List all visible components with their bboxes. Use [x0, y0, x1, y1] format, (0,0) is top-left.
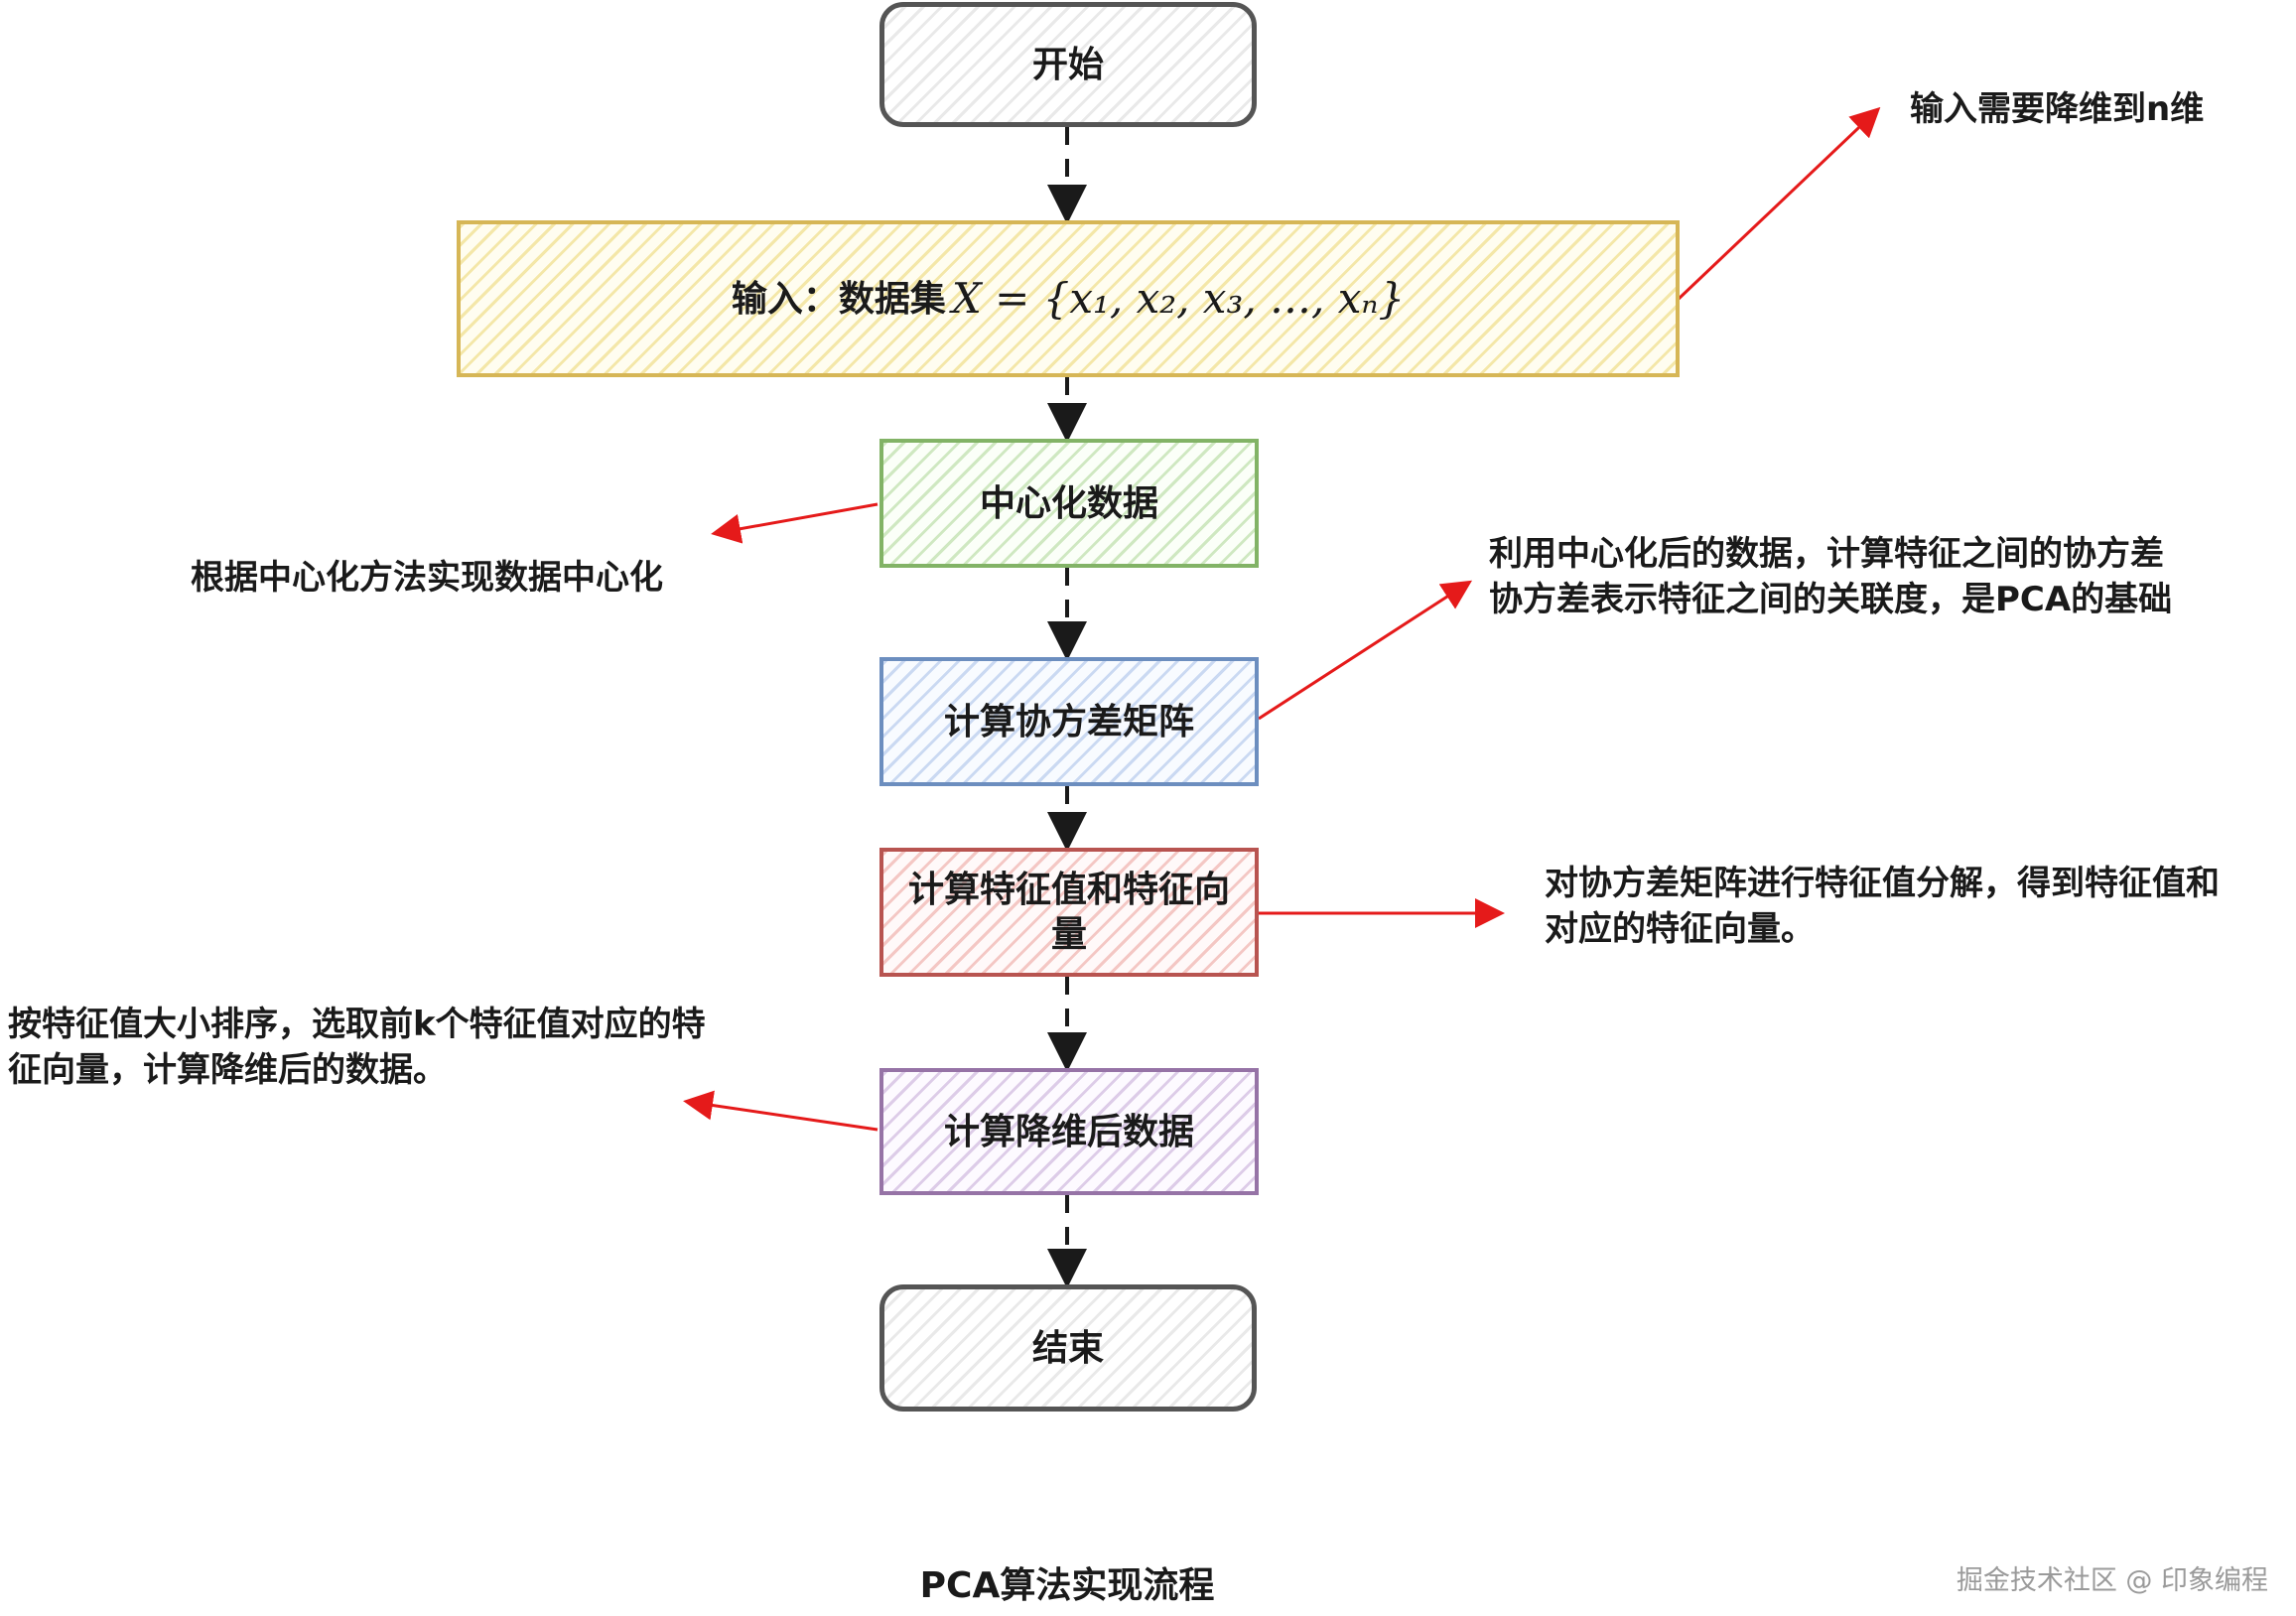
watermark: 掘金技术社区 @ 印象编程 [1956, 1565, 2268, 1596]
start-node: 开始 [879, 2, 1257, 127]
center-node: 中心化数据 [879, 439, 1259, 568]
input-note: 输入需要降维到n维 [1910, 87, 2204, 133]
input-label: 输入：数据集 [731, 278, 946, 320]
reduce-note-line-2: 征向量，计算降维后的数据。 [8, 1049, 447, 1090]
eigen-node: 计算特征值和特征向量 [879, 848, 1259, 977]
eigen-note: 对协方差矩阵进行特征值分解，得到特征值和 对应的特征向量。 [1545, 862, 2220, 953]
note-arrow-input [1676, 106, 1881, 302]
input-formula: X = {x₁, x₂, x₃, …, xₙ} [951, 273, 1406, 323]
end-node: 结束 [879, 1284, 1257, 1412]
center-label: 中心化数据 [979, 482, 1158, 524]
reduce-note: 按特征值大小排序，选取前k个特征值对应的特 征向量，计算降维后的数据。 [8, 1003, 706, 1094]
eigen-note-line-1: 对协方差矩阵进行特征值分解，得到特征值和 [1545, 864, 2220, 903]
covariance-note-line-2: 协方差表示特征之间的关联度，是PCA的基础 [1489, 579, 2173, 619]
note-arrow-center [711, 502, 878, 544]
reduce-node: 计算降维后数据 [879, 1068, 1259, 1195]
note-arrow-reduce [683, 1090, 878, 1132]
input-node: 输入：数据集 X = {x₁, x₂, x₃, …, xₙ} [457, 220, 1680, 377]
center-note-text: 根据中心化方法实现数据中心化 [191, 558, 663, 598]
note-arrow-covariance [1258, 580, 1473, 721]
input-note-text: 输入需要降维到n维 [1910, 89, 2205, 129]
start-label: 开始 [1031, 44, 1104, 85]
end-label: 结束 [1031, 1327, 1104, 1369]
reduce-label: 计算降维后数据 [943, 1111, 1194, 1152]
covariance-note: 利用中心化后的数据，计算特征之间的协方差 协方差表示特征之间的关联度，是PCA的… [1489, 532, 2172, 623]
diagram-caption: PCA算法实现流程 [919, 1565, 1215, 1606]
covariance-label: 计算协方差矩阵 [943, 701, 1194, 742]
covariance-node: 计算协方差矩阵 [879, 657, 1259, 786]
covariance-note-line-1: 利用中心化后的数据，计算特征之间的协方差 [1489, 534, 2164, 574]
eigen-note-line-2: 对应的特征向量。 [1545, 908, 1815, 949]
center-note: 根据中心化方法实现数据中心化 [191, 556, 663, 602]
eigen-label: 计算特征值和特征向量 [907, 870, 1230, 955]
reduce-note-line-1: 按特征值大小排序，选取前k个特征值对应的特 [8, 1005, 706, 1044]
